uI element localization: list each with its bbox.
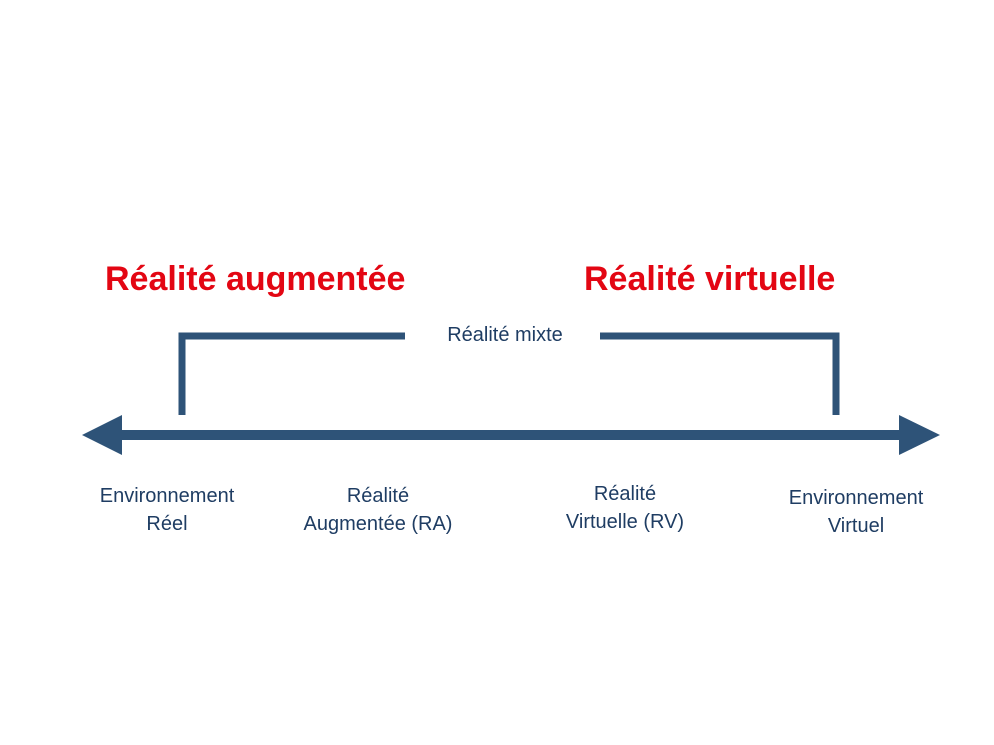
stage-virtual-environment: Environnement Virtuel: [756, 484, 956, 540]
stage-label-line: Virtuel: [827, 515, 885, 537]
title-virtual-reality: Réalité virtuelle: [584, 260, 836, 298]
right-arrowhead-icon: [899, 415, 940, 455]
stage-label-line: Virtuelle (RV): [565, 511, 685, 533]
stage-label-line: Environnement: [788, 487, 924, 509]
stage-virtual-reality: Réalité Virtuelle (RV): [525, 480, 725, 536]
stage-label-line: Environnement: [99, 485, 235, 507]
mixed-reality-bracket-right: [600, 332, 840, 415]
stage-real-environment: Environnement Réel: [67, 482, 267, 538]
stage-label-line: Réalité: [593, 483, 657, 505]
stage-augmented-reality: Réalité Augmentée (RA): [278, 482, 478, 538]
stage-label-line: Réalité: [346, 485, 410, 507]
mixed-reality-bracket-left: [178, 332, 405, 415]
title-augmented-reality: Réalité augmentée: [105, 260, 406, 298]
stage-label-line: Augmentée (RA): [303, 513, 453, 535]
mixed-reality-label: Réalité mixte: [447, 324, 563, 346]
left-arrowhead-icon: [82, 415, 122, 455]
stage-label-line: Réel: [146, 513, 188, 535]
